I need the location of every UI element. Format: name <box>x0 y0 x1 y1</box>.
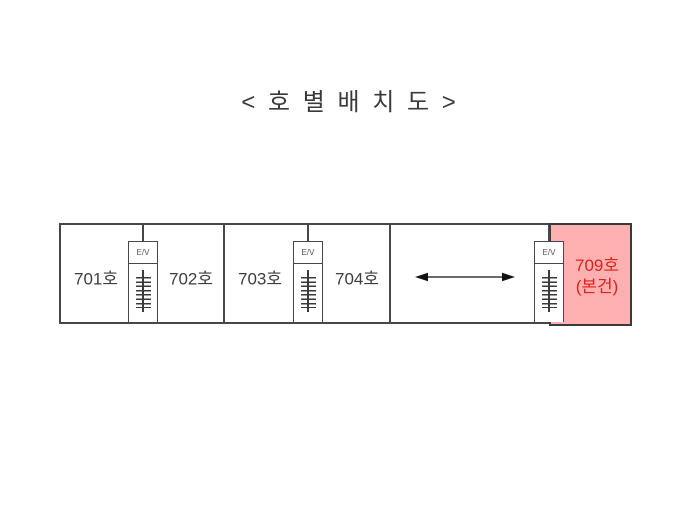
stairs-icon <box>135 270 151 312</box>
stair-shaft <box>534 263 564 322</box>
elevator-shaft-1: E/V <box>128 225 158 322</box>
room-704-label: 704호 <box>334 269 380 289</box>
stair-shaft <box>293 263 323 322</box>
shaft-stub-line <box>142 225 144 242</box>
floor-plan-outline: E/V E/V E/V 701호 <box>59 223 632 326</box>
stairs-icon <box>541 270 557 312</box>
elevator-label: E/V <box>136 248 150 257</box>
elevator-label-box: E/V <box>534 241 564 264</box>
elevator-label-box: E/V <box>293 241 323 264</box>
room-709-label: 709호 (본건) <box>575 255 619 297</box>
elevator-label: E/V <box>542 248 556 257</box>
section-divider <box>223 225 225 322</box>
room-702-label: 702호 <box>168 269 214 289</box>
shaft-stub-line <box>307 225 309 242</box>
room-709-number: 709호 <box>574 256 620 275</box>
page-title: < 호 별 배 치 도 > <box>241 89 459 116</box>
room-703-label: 703호 <box>237 269 283 289</box>
elevator-label-box: E/V <box>128 241 158 264</box>
section-divider <box>389 225 391 322</box>
elevator-shaft-3: E/V <box>534 225 564 322</box>
room-709-subject-tag: (본건) <box>575 277 619 296</box>
elevator-shaft-2: E/V <box>293 225 323 322</box>
double-arrow-icon <box>415 271 515 283</box>
stair-shaft <box>128 263 158 322</box>
elevator-label: E/V <box>301 248 315 257</box>
room-701-label: 701호 <box>73 269 119 289</box>
shaft-stub-line <box>548 225 550 242</box>
stairs-icon <box>300 270 316 312</box>
